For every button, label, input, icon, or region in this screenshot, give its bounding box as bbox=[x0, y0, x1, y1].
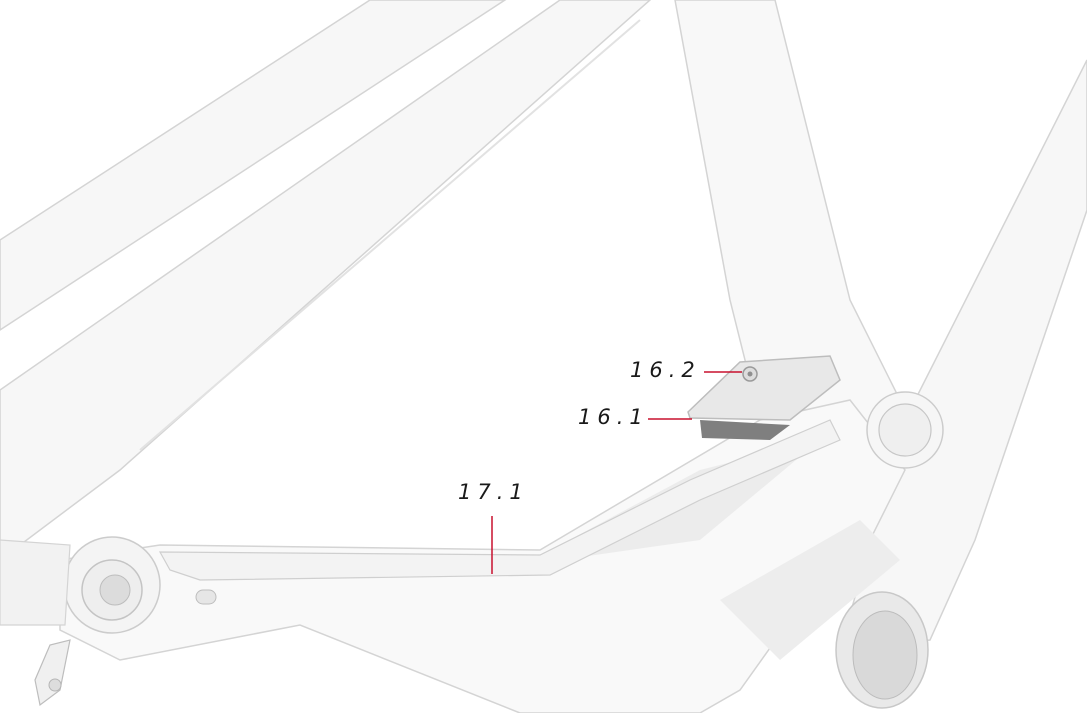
hanger-bolt bbox=[48, 678, 62, 692]
guard-part-16-1 bbox=[687, 355, 841, 421]
callout-label-16-1: 16.1 bbox=[578, 405, 649, 429]
chain-stay-lower-shadow bbox=[720, 520, 900, 660]
frame-stub-left bbox=[0, 539, 71, 626]
seat-stay bbox=[0, 0, 652, 561]
bolt-16-2-center bbox=[747, 371, 753, 377]
top-tube bbox=[0, 0, 507, 331]
derailleur-hanger bbox=[34, 639, 71, 707]
guard-part-16-1-underside bbox=[700, 420, 790, 440]
chainstay-guard bbox=[158, 419, 841, 581]
callout-label-17-1: 17.1 bbox=[458, 480, 529, 504]
pivot-bearing-inner bbox=[878, 403, 932, 457]
seat-stay-inner-edge bbox=[139, 19, 641, 451]
slot-hole bbox=[195, 589, 217, 605]
rear-axle-hole bbox=[99, 574, 131, 606]
callout-label-16-2: 16.2 bbox=[630, 358, 701, 382]
bottom-bracket-bore bbox=[852, 610, 918, 700]
